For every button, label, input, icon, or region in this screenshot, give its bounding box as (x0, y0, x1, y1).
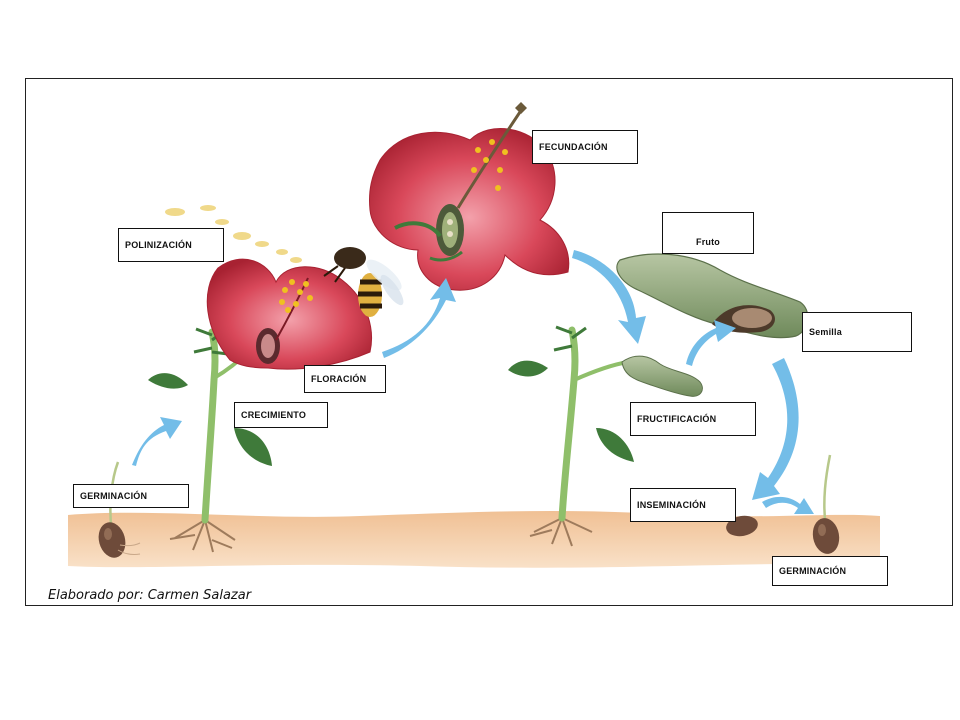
soil (68, 510, 880, 568)
flower-pollination (165, 205, 404, 370)
flower-fecundation (369, 102, 570, 291)
pod-small (621, 355, 703, 397)
roots-right (529, 517, 593, 547)
label-fruto: Fruto (662, 212, 754, 254)
label-germinacion-2: GERMINACIÓN (772, 556, 888, 586)
leaf-left-2 (234, 428, 272, 466)
seedling-right (812, 454, 840, 554)
stem-left (201, 328, 219, 524)
label-semilla: Semilla (802, 312, 912, 352)
leaf-right-1 (508, 360, 548, 377)
stem-right (558, 326, 579, 522)
pod-fruit (616, 253, 809, 339)
arrow-flower-to-fecund (382, 278, 456, 358)
arrow-germ-to-growth (132, 417, 182, 466)
label-fecundacion: FECUNDACIÓN (532, 130, 638, 164)
plant-right (508, 325, 703, 547)
plant-left (98, 327, 272, 558)
author-credit: Elaborado por: Carmen Salazar (48, 588, 252, 603)
arrow-insem-to-germ (762, 496, 814, 514)
arrow-fruct-to-fruit (686, 320, 736, 366)
roots-left (169, 519, 236, 553)
label-floracion: FLORACIÓN (304, 365, 386, 393)
bee (323, 247, 404, 317)
arrow-fruit-to-insem (752, 358, 799, 500)
seed-in-pod (732, 308, 772, 328)
label-fructificacion: FRUCTIFICACIÓN (630, 402, 756, 436)
label-polinizacion: POLINIZACIÓN (118, 228, 224, 262)
leaf-right-2 (596, 428, 634, 462)
label-germinacion-1: GERMINACIÓN (73, 484, 189, 508)
label-inseminacion: INSEMINACIÓN (630, 488, 736, 522)
pollen-cloud (165, 205, 302, 263)
leaf-left-1 (148, 373, 188, 389)
label-crecimiento: CRECIMIENTO (234, 402, 328, 428)
arrow-fecund-to-fruit (572, 250, 646, 344)
cycle-arrows (132, 250, 814, 514)
